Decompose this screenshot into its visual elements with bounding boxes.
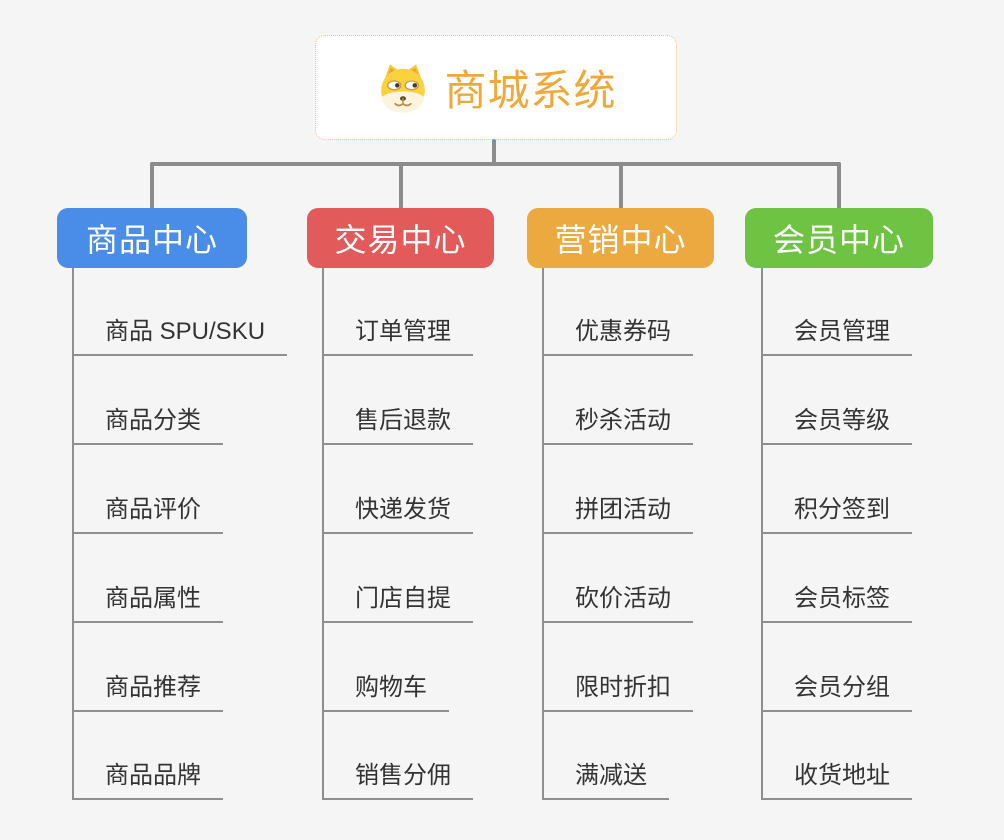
child-node[interactable]: 秒杀活动 bbox=[542, 401, 693, 445]
branch-trunk-line bbox=[542, 268, 544, 800]
branch-trunk-line bbox=[322, 268, 324, 800]
connector-rail bbox=[150, 162, 841, 166]
child-node[interactable]: 商品品牌 bbox=[72, 756, 223, 800]
child-node[interactable]: 会员等级 bbox=[761, 401, 912, 445]
dog-face-icon bbox=[381, 63, 426, 112]
child-node[interactable]: 售后退款 bbox=[322, 401, 473, 445]
child-node[interactable]: 门店自提 bbox=[322, 579, 473, 623]
root-node-label: 商城系统 bbox=[444, 67, 617, 114]
branch-header[interactable]: 交易中心 bbox=[307, 208, 494, 268]
child-node[interactable]: 限时折扣 bbox=[542, 668, 693, 712]
child-node[interactable]: 购物车 bbox=[322, 668, 449, 712]
child-node[interactable]: 满减送 bbox=[542, 756, 669, 800]
branch-trunk-line bbox=[72, 268, 74, 800]
child-node[interactable]: 会员分组 bbox=[761, 668, 912, 712]
connector-root-stem bbox=[492, 139, 496, 166]
child-node[interactable]: 拼团活动 bbox=[542, 490, 693, 534]
child-node[interactable]: 快递发货 bbox=[322, 490, 473, 534]
root-node[interactable]: 商城系统 bbox=[315, 35, 677, 140]
child-node[interactable]: 商品分类 bbox=[72, 401, 223, 445]
child-node[interactable]: 订单管理 bbox=[322, 312, 473, 356]
branch-header[interactable]: 商品中心 bbox=[57, 208, 247, 268]
connector-drop bbox=[837, 162, 841, 210]
connector-drop bbox=[150, 162, 154, 210]
child-node[interactable]: 积分签到 bbox=[761, 490, 912, 534]
child-node[interactable]: 会员管理 bbox=[761, 312, 912, 356]
child-node[interactable]: 会员标签 bbox=[761, 579, 912, 623]
child-node[interactable]: 商品评价 bbox=[72, 490, 223, 534]
child-node[interactable]: 收货地址 bbox=[761, 756, 912, 800]
branch-header[interactable]: 营销中心 bbox=[527, 208, 714, 268]
child-node[interactable]: 砍价活动 bbox=[542, 579, 693, 623]
connector-drop bbox=[618, 162, 623, 210]
connector-drop bbox=[398, 162, 403, 210]
child-node[interactable]: 销售分佣 bbox=[322, 756, 473, 800]
child-node[interactable]: 商品 SPU/SKU bbox=[72, 312, 288, 356]
child-node[interactable]: 优惠券码 bbox=[542, 312, 693, 356]
child-node[interactable]: 商品属性 bbox=[72, 579, 223, 623]
branch-header[interactable]: 会员中心 bbox=[745, 208, 933, 268]
branch-trunk-line bbox=[761, 268, 763, 800]
child-node[interactable]: 商品推荐 bbox=[72, 668, 223, 712]
